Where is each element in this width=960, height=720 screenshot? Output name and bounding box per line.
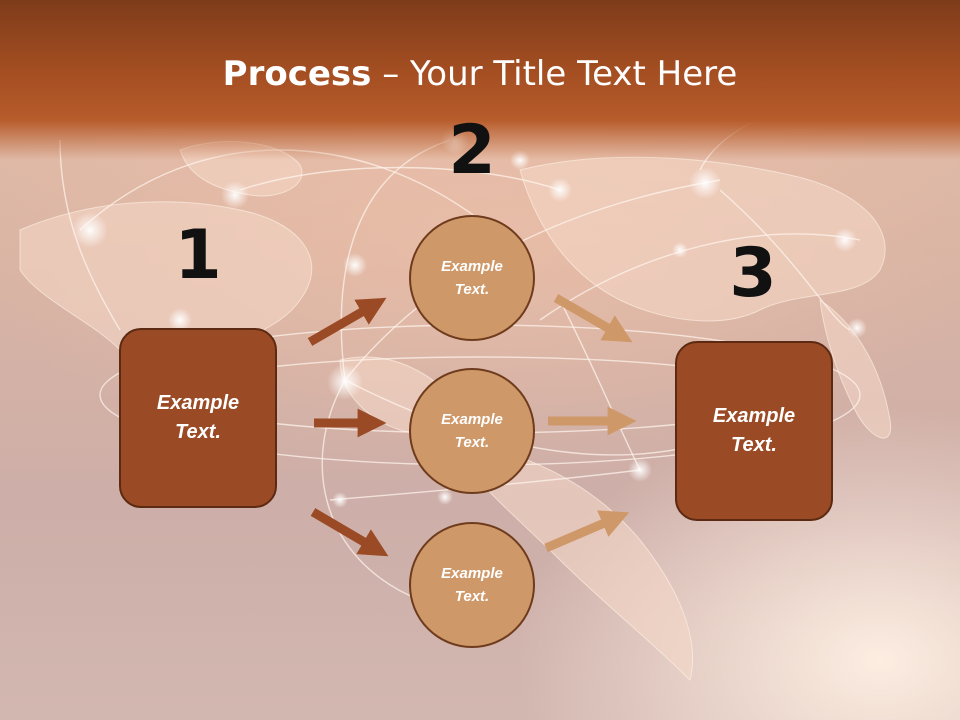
step-1-box: Example Text. [119,328,277,508]
step-number-1: 1 [174,216,222,295]
step-number-2: 2 [448,111,496,190]
step-number-3: 3 [729,234,777,313]
title-separator: – [371,54,411,94]
step-3-box: Example Text. [675,341,833,521]
step-2-circle-middle: Example Text. [409,368,535,494]
title-rest: Your Title Text Here [410,54,738,94]
step-2-circle-bottom: Example Text. [409,522,535,648]
title-bold: Process [222,54,372,94]
slide-title: Process – Your Title Text Here [0,50,960,98]
step-2-circle-top: Example Text. [409,215,535,341]
title-band [0,0,960,160]
